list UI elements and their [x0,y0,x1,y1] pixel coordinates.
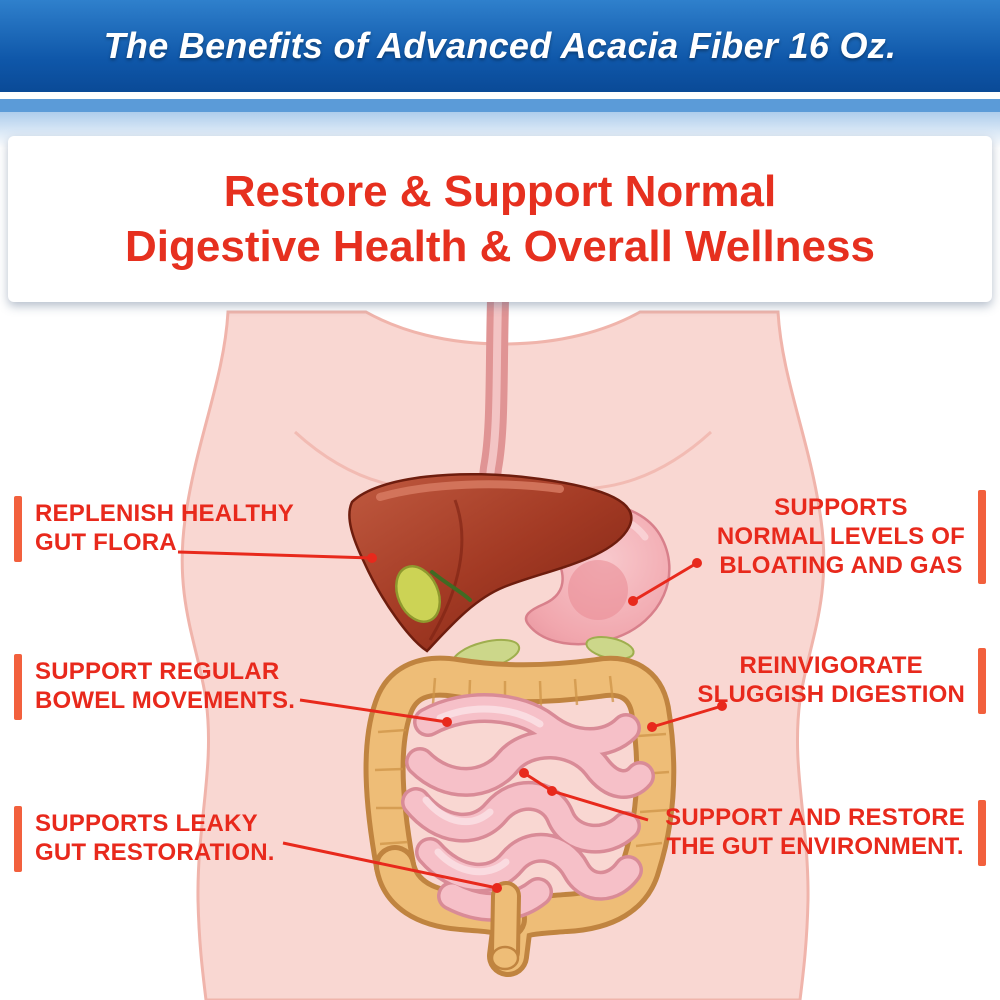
callout-replenish-gut-flora: REPLENISH HEALTHY GUT FLORA [14,496,294,562]
callout-line: REPLENISH HEALTHY [35,500,294,527]
rectum-tip [490,945,520,971]
header-stripe-blue [0,99,1000,112]
callout-text: REINVIGORATE SLUGGISH DIGESTION [697,648,965,714]
callout-line: SLUGGISH DIGESTION [697,681,965,708]
callout-bloating-and-gas: SUPPORTS NORMAL LEVELS OF BLOATING AND G… [717,490,986,584]
callout-text: SUPPORTS NORMAL LEVELS OF BLOATING AND G… [717,490,965,584]
callout-line: GUT RESTORATION. [35,839,275,866]
header-title: The Benefits of Advanced Acacia Fiber 16… [103,25,897,66]
callout-text: REPLENISH HEALTHY GUT FLORA [35,496,294,562]
callout-text: SUPPORTS LEAKY GUT RESTORATION. [35,806,275,872]
headline-card: Restore & Support Normal Digestive Healt… [8,136,992,302]
gallbladder [395,565,441,623]
callout-text: SUPPORT AND RESTORE THE GUT ENVIRONMENT. [665,800,965,866]
rectum [494,885,517,963]
callout-line: BOWEL MOVEMENTS. [35,687,296,714]
liver-highlight [376,480,564,501]
headline-line-1: Restore & Support Normal [223,166,777,216]
callout-reinvigorate-digestion: REINVIGORATE SLUGGISH DIGESTION [697,648,986,714]
colon-haustra [374,675,670,848]
callout-gut-environment: SUPPORT AND RESTORE THE GUT ENVIRONMENT. [665,800,986,866]
accent-bar [978,490,986,584]
callout-line: NORMAL LEVELS OF [716,523,965,550]
callout-regular-bowel-movements: SUPPORT REGULAR BOWEL MOVEMENTS. [14,654,295,720]
callout-line: REINVIGORATE [739,652,923,679]
headline-line-2: Digestive Health & Overall Wellness [125,222,875,271]
accent-bar [978,800,986,866]
accent-bar [14,496,22,562]
accent-bar [978,648,986,714]
callout-line: SUPPORTS [774,494,908,521]
callout-line: THE GUT ENVIRONMENT. [666,833,964,860]
stomach-blush [568,560,628,620]
callout-line: GUT FLORA [35,529,177,556]
callout-line: SUPPORTS LEAKY [35,810,258,837]
liver-lobe-line [428,499,464,641]
header-divider-white [0,92,1000,99]
accent-bar [14,654,22,720]
accent-bar [14,806,22,872]
header-bar: The Benefits of Advanced Acacia Fiber 16… [0,0,1000,92]
bile-duct [430,570,472,602]
callout-line: SUPPORT AND RESTORE [665,804,965,831]
callout-text: SUPPORT REGULAR BOWEL MOVEMENTS. [35,654,295,720]
callout-leaky-gut-restoration: SUPPORTS LEAKY GUT RESTORATION. [14,806,275,872]
callout-line: SUPPORT REGULAR [35,658,280,685]
callout-line: BLOATING AND GAS [719,552,963,579]
